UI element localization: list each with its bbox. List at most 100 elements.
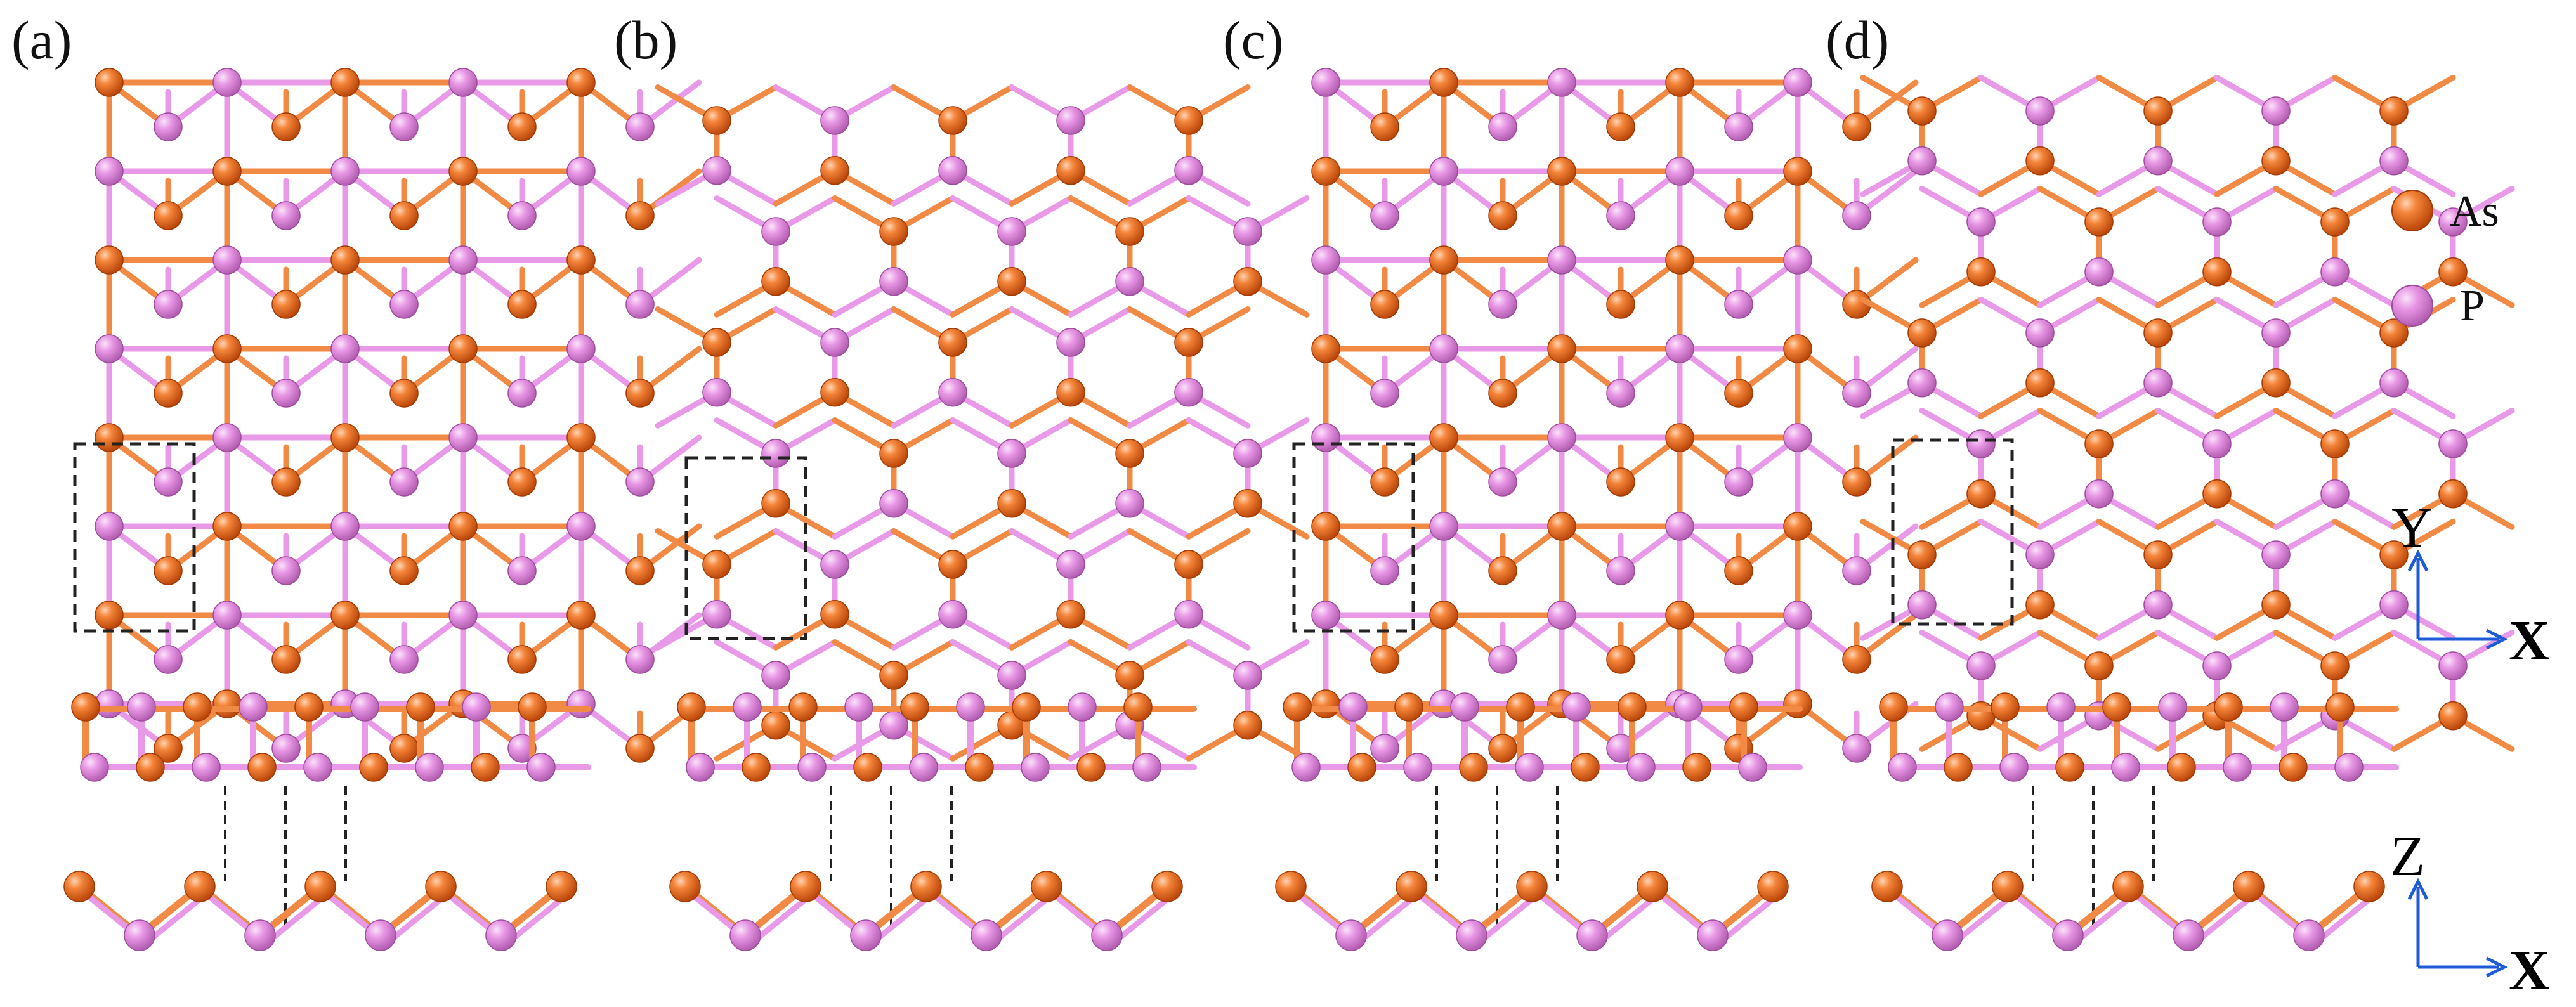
arsenic-atom	[938, 550, 967, 579]
phosphorus-atom	[1338, 692, 1368, 722]
phosphorus-atom	[1783, 245, 1812, 275]
phosphorus-atom	[761, 661, 790, 690]
bond	[384, 891, 450, 946]
legend-label-as: As	[2450, 187, 2499, 236]
phosphorus-atom	[1091, 919, 1123, 951]
arsenic-atom	[1944, 753, 1973, 782]
phosphorus-atom	[2261, 96, 2291, 126]
arsenic-atom	[1370, 467, 1399, 497]
arsenic-atom	[1991, 692, 2020, 722]
phosphorus-atom	[244, 919, 276, 951]
arsenic-atom	[1115, 217, 1144, 246]
phosphorus-atom	[2052, 919, 2084, 951]
phosphorus-atom	[1488, 467, 1517, 497]
arsenic-atom	[425, 871, 457, 902]
arsenic-atom	[507, 467, 537, 497]
arsenic-atom	[1606, 112, 1635, 141]
phosphorus-atom	[1403, 753, 1432, 782]
panel-d-top-view	[1860, 75, 2515, 752]
phosphorus-atom	[1907, 590, 1937, 620]
phosphorus-atom	[154, 645, 183, 674]
arsenic-atom	[1606, 290, 1635, 319]
unit-cell-boxes	[73, 438, 2014, 640]
phosphorus-atom	[95, 334, 124, 363]
arsenic-atom	[566, 423, 596, 452]
arsenic-atom	[1783, 512, 1812, 541]
arsenic-atom	[2261, 368, 2291, 398]
arsenic-atom	[330, 423, 360, 452]
arsenic-atom	[1429, 245, 1458, 275]
bond	[504, 891, 571, 946]
arsenic-atom	[761, 489, 790, 518]
phosphorus-atom	[2379, 590, 2409, 620]
phosphorus-atom	[702, 156, 731, 185]
axis-z-arrowhead	[2407, 878, 2429, 900]
phosphorus-atom	[566, 334, 596, 363]
arsenic-atom	[1966, 257, 1996, 287]
arsenic-atom	[1311, 689, 1340, 718]
panel-b-top-view	[655, 84, 1310, 762]
phosphorus-atom	[1907, 368, 1937, 398]
phosphorus-atom	[1056, 550, 1085, 579]
phosphorus-atom	[1547, 68, 1576, 97]
arsenic-atom	[742, 753, 771, 782]
arsenic-atom	[1488, 201, 1517, 230]
phosphorus-atom	[761, 439, 790, 468]
phosphorus-atom	[350, 692, 379, 722]
arsenic-atom	[448, 334, 478, 363]
arsenic-atom	[95, 423, 124, 452]
phosphorus-atom	[1291, 753, 1321, 782]
phosphorus-atom	[1488, 290, 1517, 319]
arsenic-atom	[1907, 540, 1937, 569]
phosphorus-atom	[1665, 512, 1694, 541]
phosphorus-atom	[1999, 753, 2029, 782]
arsenic-atom	[1396, 871, 1427, 902]
phosphorus-atom	[95, 512, 124, 541]
arsenic-atom	[448, 157, 478, 186]
arsenic-atom	[1729, 692, 1758, 722]
arsenic-atom	[1012, 692, 1041, 722]
phosphorus-atom	[271, 734, 301, 763]
phosphorus-atom	[625, 290, 655, 319]
arsenic-atom	[1724, 201, 1753, 230]
arsenic-atom	[1031, 871, 1062, 902]
phosphorus-atom	[448, 68, 478, 97]
arsenic-atom	[330, 68, 360, 97]
arsenic-atom	[154, 379, 183, 408]
arsenic-atom	[507, 112, 537, 141]
axis-x-label: X	[2509, 609, 2550, 672]
phosphorus-atom	[303, 753, 332, 782]
phosphorus-atom	[1429, 334, 1458, 363]
phosphorus-atom	[2379, 368, 2409, 398]
arsenic-atom	[1879, 692, 1908, 722]
arsenic-atom	[1283, 692, 1312, 722]
phosphorus-atom	[2046, 692, 2076, 722]
arsenic-atom	[154, 556, 183, 585]
phosphorus-atom	[1562, 692, 1591, 722]
phosphorus-atom	[909, 753, 938, 782]
phosphorus-atom	[2202, 651, 2232, 680]
arsenic-atom	[95, 601, 124, 630]
bond	[143, 891, 209, 946]
arsenic-atom	[1429, 423, 1458, 452]
bond	[869, 891, 936, 946]
arsenic-atom	[448, 512, 478, 541]
phosphorus-atom	[1056, 328, 1085, 357]
panel-a-side-view	[63, 692, 591, 951]
unit-cell-box-d	[1891, 438, 2014, 626]
arsenic-atom	[136, 753, 165, 782]
arsenic-atom	[2084, 651, 2114, 680]
arsenic-atom	[184, 871, 216, 902]
phosphorus-atom	[1429, 512, 1458, 541]
arsenic-atom	[247, 753, 277, 782]
arsenic-atom	[820, 600, 849, 629]
phosphorus-atom	[1311, 68, 1340, 97]
arsenic-atom	[389, 201, 419, 230]
arsenic-atom	[330, 245, 360, 275]
phosphorus-atom	[1488, 112, 1517, 141]
arsenic-atom	[1174, 550, 1203, 579]
arsenic-atom	[1429, 68, 1458, 97]
phosphorus-atom	[2202, 429, 2232, 458]
arsenic-atom	[1757, 871, 1789, 902]
